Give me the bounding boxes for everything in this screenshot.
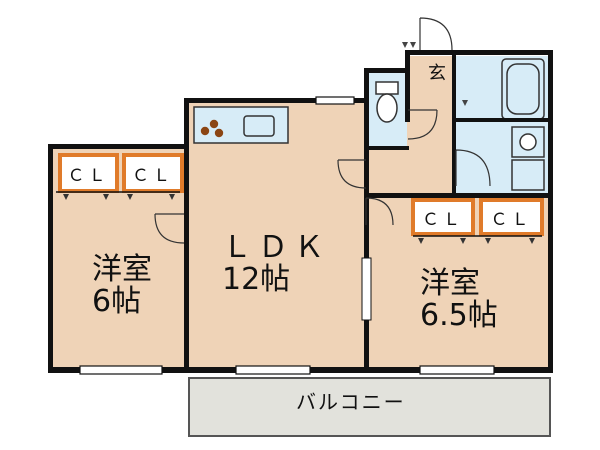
wall <box>456 118 550 122</box>
western-room-right-label: 洋室 6.5帖 <box>420 268 498 331</box>
wall <box>366 193 551 198</box>
window <box>235 365 311 375</box>
window <box>79 365 163 375</box>
stove-burner-icon <box>214 128 224 138</box>
closet-right-1-label: ＣＬ <box>422 209 464 230</box>
wall <box>48 144 53 373</box>
western-room-right-size: 6.5帖 <box>420 297 498 333</box>
wall <box>548 50 553 373</box>
western-room-left-name: 洋室 <box>92 252 152 287</box>
closet-left-1-label: ＣＬ <box>67 165 110 186</box>
balcony-label: バルコニー <box>296 390 406 414</box>
wall <box>364 68 410 73</box>
closet-left-2-label: ＣＬ <box>132 165 174 186</box>
wall <box>405 50 553 55</box>
wall <box>366 146 409 150</box>
western-room-left-size: 6帖 <box>92 283 142 319</box>
closet-left-1 <box>58 153 119 193</box>
balcony-floor <box>188 377 551 437</box>
wall <box>48 144 189 149</box>
closet-right-2-label: ＣＬ <box>490 209 533 230</box>
ldk-floor <box>189 102 366 368</box>
stove-burner-icon <box>209 119 219 129</box>
wall <box>405 50 410 122</box>
toilet-bowl-icon <box>376 93 398 123</box>
ldk-name: ＬＤＫ <box>222 230 330 265</box>
closet-left-2 <box>122 153 184 193</box>
western-room-right-name: 洋室 <box>420 266 480 301</box>
wall <box>184 98 189 373</box>
ldk-label: ＬＤＫ 12帖 <box>222 232 330 295</box>
bathtub-basin-icon <box>506 63 540 115</box>
toilet-tank-icon <box>375 81 399 95</box>
washing-machine-icon <box>511 159 545 191</box>
ldk-size: 12帖 <box>222 261 291 297</box>
wall <box>184 98 369 103</box>
washbasin-bowl-icon <box>519 133 537 151</box>
entrance-label: 玄 <box>428 63 446 84</box>
wall <box>452 55 456 197</box>
stove-burner-icon <box>200 126 210 136</box>
closet-right-1 <box>411 198 475 236</box>
sliding-door <box>361 257 372 321</box>
closet-right-2 <box>479 198 544 236</box>
western-room-left-label: 洋室 6帖 <box>92 254 152 317</box>
kitchen-sink-icon <box>243 115 275 137</box>
window <box>315 96 355 105</box>
window <box>419 365 495 375</box>
entrance-floor <box>407 56 457 122</box>
